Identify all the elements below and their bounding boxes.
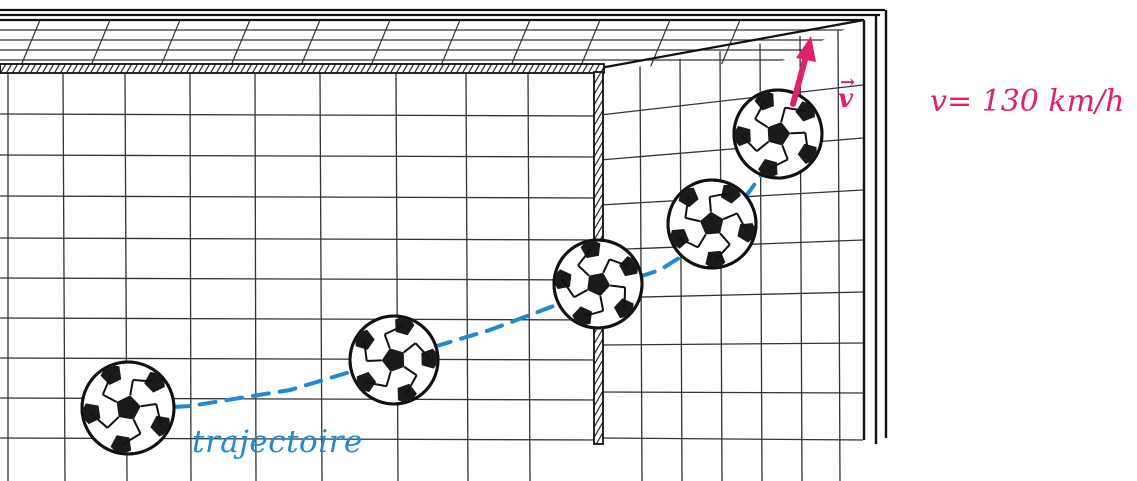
trajectory-label: trajectoire	[192, 424, 363, 460]
soccer-ball-3	[538, 225, 657, 345]
soccer-ball-1	[74, 355, 182, 464]
top-back-bar	[0, 64, 604, 73]
soccer-ball-2	[337, 303, 451, 419]
velocity-vector-label: → v	[838, 84, 853, 114]
soccer-ball-5	[723, 80, 832, 191]
speed-label: v= 130 km/h	[930, 84, 1124, 119]
crossbar-frame	[0, 10, 885, 68]
velocity-vector	[793, 36, 816, 104]
goal-post	[864, 10, 886, 444]
vector-arrow-symbol: →	[840, 72, 855, 93]
